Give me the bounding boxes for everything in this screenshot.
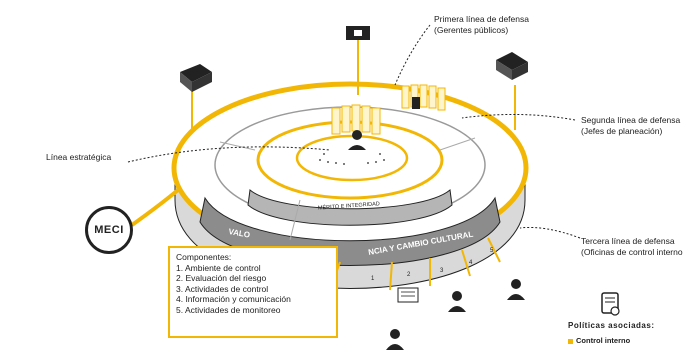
bullet-icon [568, 338, 573, 344]
componente-item: 4. Información y comunicación [176, 294, 291, 304]
segment-number: 1 [371, 276, 375, 282]
first-line-panels [401, 84, 446, 111]
core-dots [319, 153, 385, 165]
first-line-person-icon [412, 97, 420, 109]
merito-text: MÉRITO E INTEGRIDAD [318, 200, 380, 211]
meci-badge: MECI [85, 206, 133, 254]
strategic-panels [331, 104, 381, 135]
document-icon [397, 287, 419, 303]
segunda-linea-label: Segunda línea de defensa [581, 115, 681, 125]
person-icon-group [386, 279, 525, 350]
componente-item: 2. Evaluación del riesgo [176, 273, 267, 283]
leader-lines [127, 24, 581, 239]
componente-item: 1. Ambiente de control [176, 262, 261, 273]
componente-item: 3. Actividades de control [176, 283, 269, 294]
segment-number: 2 [407, 272, 411, 278]
linea-estrategica-label: Línea estratégica [46, 152, 112, 162]
politica-item-label: Control interno [576, 336, 631, 345]
core-ring [295, 134, 409, 182]
componentes-box: Componentes: 1. Ambiente de control 2. E… [168, 246, 338, 338]
central-person-icon [348, 130, 366, 150]
meci-connector [130, 188, 180, 227]
segment-numbers: 1 2 3 4 5 [371, 248, 494, 282]
merito-band [247, 189, 453, 226]
segunda-linea-sub: (Jefes de planeación) [581, 126, 663, 136]
tercera-linea-label: Tercera línea de defensa [581, 236, 675, 246]
politica-item: Control interno [568, 336, 630, 345]
left-mast [180, 64, 212, 130]
primera-linea-sub: (Gerentes públicos) [434, 25, 509, 35]
componente-item: 5. Actividades de monitoreo [176, 304, 281, 315]
right-mast [496, 52, 528, 130]
segment-number: 3 [440, 268, 444, 274]
tercera-linea-sub: (Oficinas de control interno [581, 247, 683, 257]
componentes-title: Componentes: [176, 252, 232, 262]
segment-number: 5 [490, 248, 494, 254]
top-mast [346, 26, 370, 95]
primera-linea-label: Primera línea de defensa [434, 14, 529, 24]
valores-left-text: VALO [228, 227, 251, 240]
politicas-title: Políticas asociadas: [568, 321, 655, 330]
policy-document-icon [601, 292, 620, 316]
segment-number: 4 [469, 260, 473, 266]
